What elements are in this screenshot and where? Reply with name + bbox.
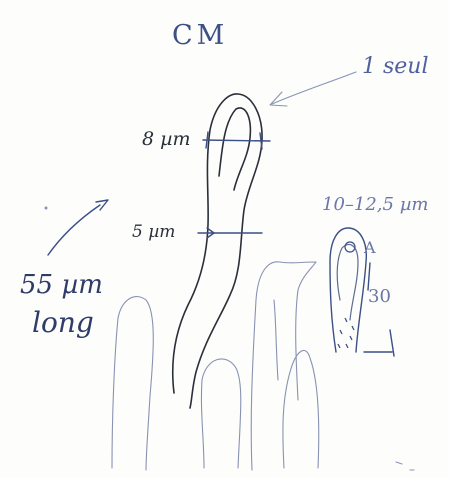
width-mid-label: 5 µm <box>132 222 175 242</box>
ink-dot <box>45 207 48 210</box>
single-annotation: 1 seul <box>362 54 429 79</box>
club-width-label: 10–12,5 µm <box>322 194 428 215</box>
club-length-bracket <box>364 263 394 356</box>
length-arrowhead <box>96 200 108 210</box>
width-marker-top <box>203 140 270 141</box>
club-mark-label: A <box>364 238 376 257</box>
club-cystidium-outline <box>330 228 366 352</box>
sheet-title: CM <box>172 20 228 51</box>
pointer-arrow-top <box>272 72 356 104</box>
club-length-label: 30 <box>368 286 391 307</box>
small-cystidium <box>283 350 319 468</box>
left-cystidium <box>112 297 153 470</box>
bottom-specks <box>396 462 414 470</box>
club-stipple <box>338 318 354 348</box>
club-cystidium-inner <box>337 244 358 320</box>
length-label-line1: 55 µm <box>20 270 103 300</box>
center-cystidium <box>201 359 240 468</box>
width-top-label: 8 µm <box>142 128 191 150</box>
length-arrow <box>48 205 100 255</box>
beaked-cystidium <box>251 262 316 470</box>
long-cystidium-inner <box>219 108 250 190</box>
length-label-line2: long <box>32 306 94 339</box>
beaked-cystidium-inner <box>274 300 278 380</box>
